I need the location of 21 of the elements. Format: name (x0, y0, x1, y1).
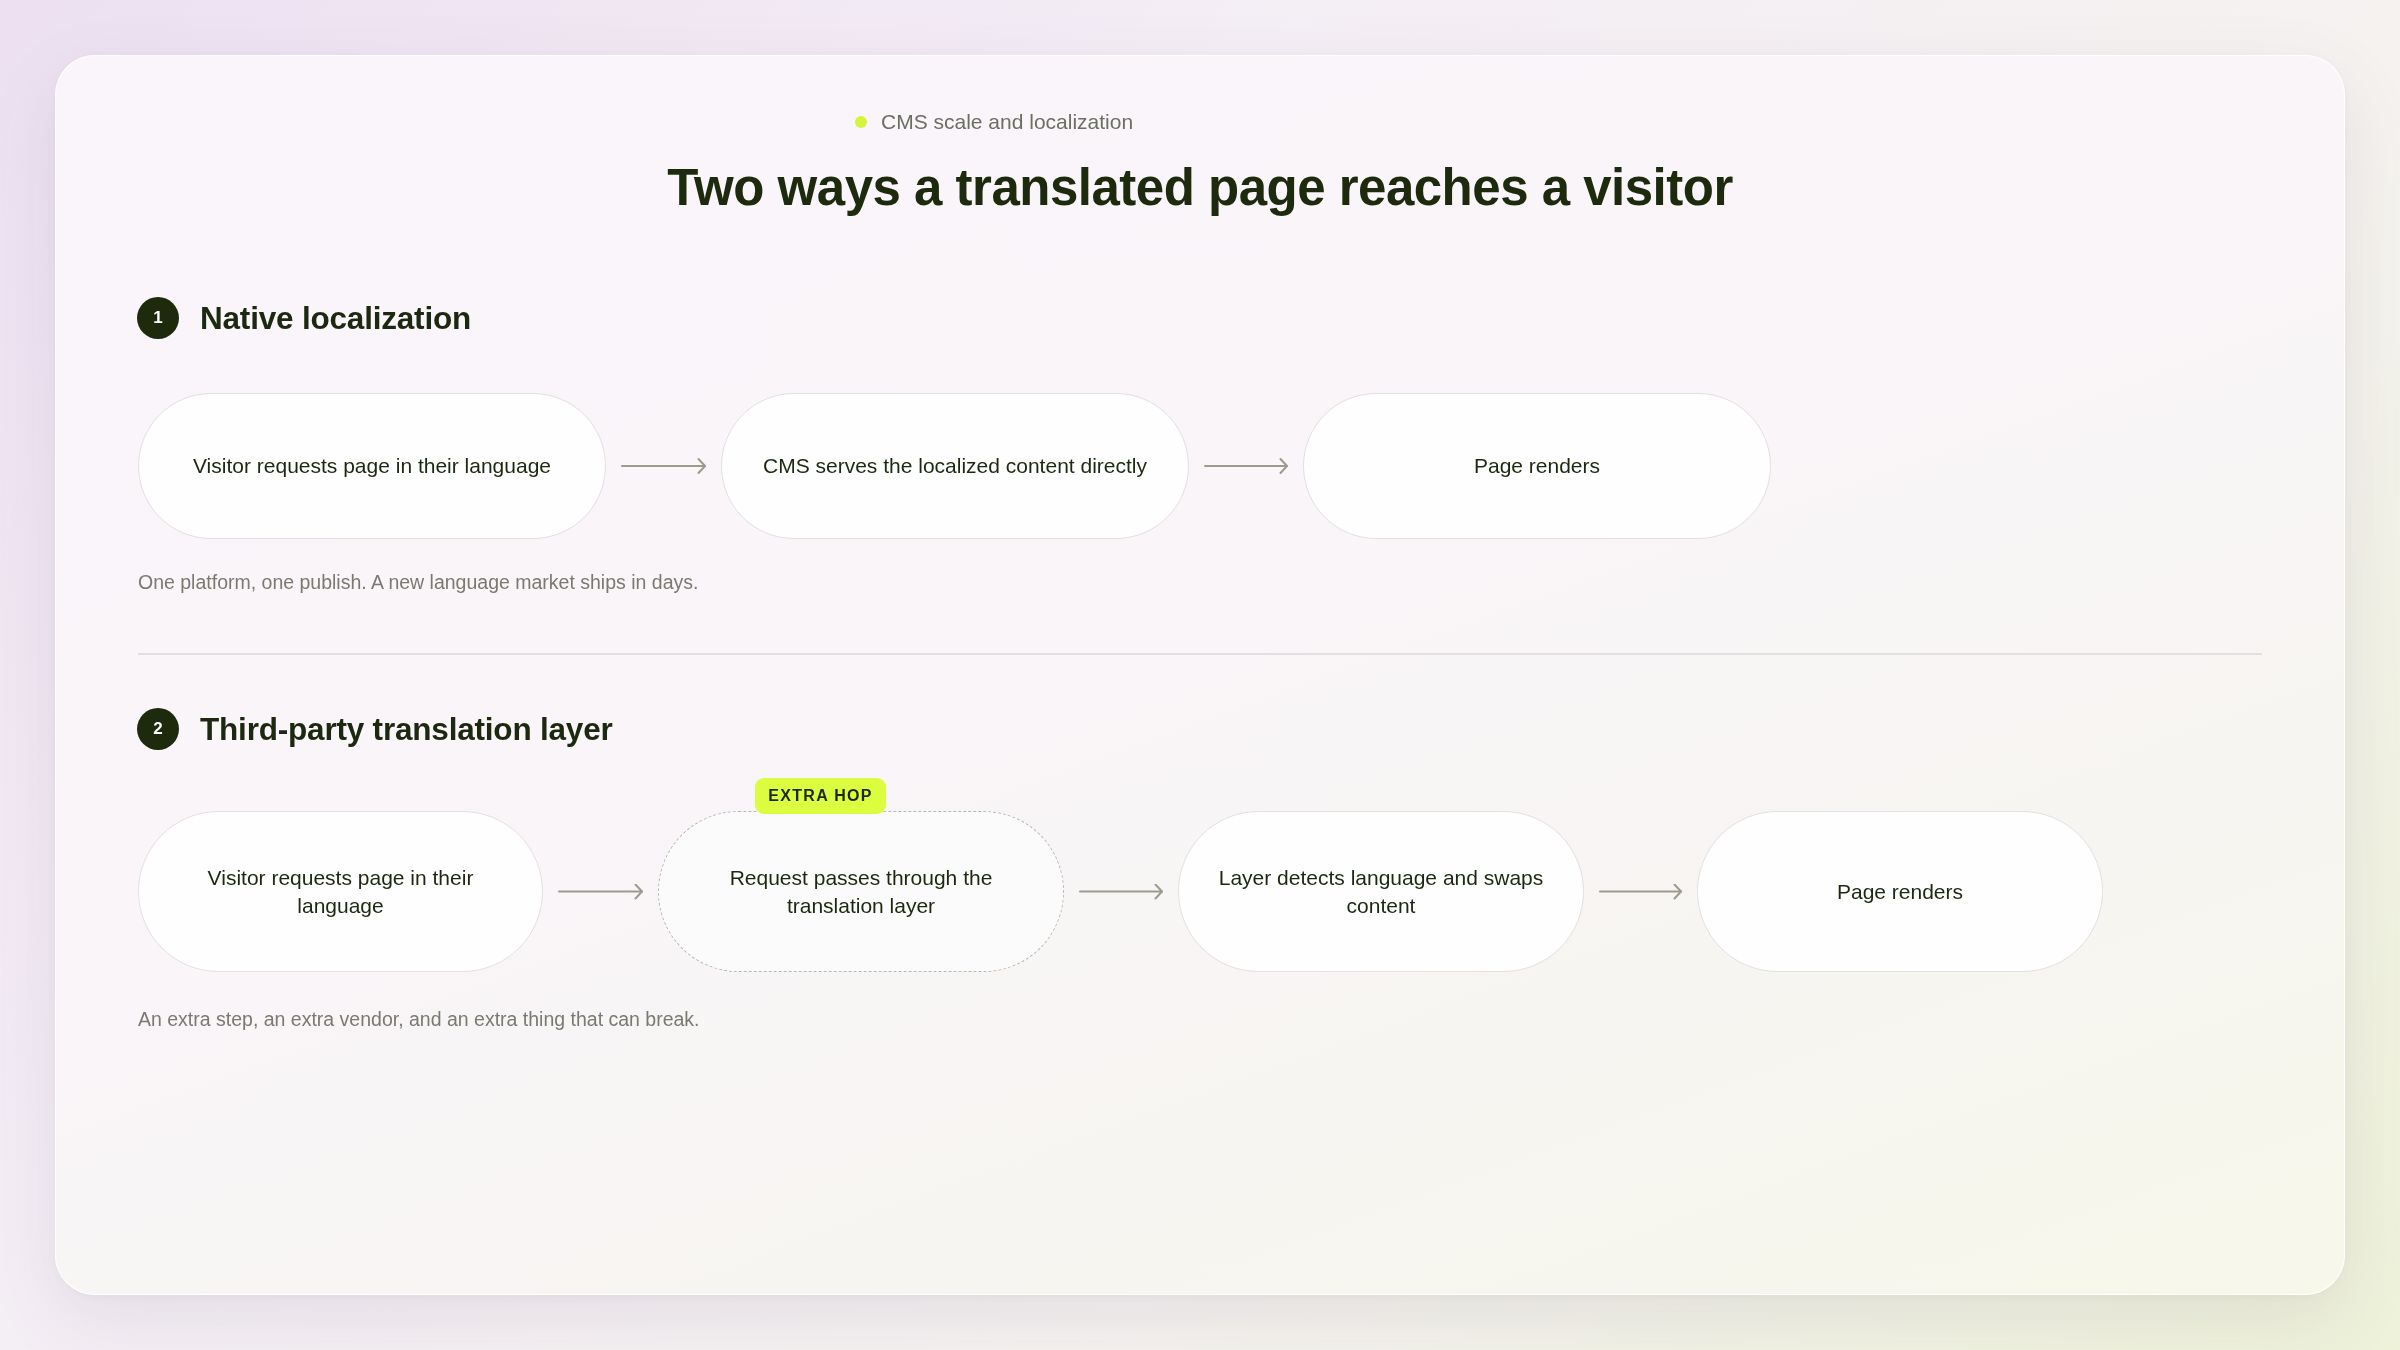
section-heading: Third-party translation layer (200, 710, 613, 748)
eyebrow-text: CMS scale and localization (881, 110, 1134, 134)
step-text: Page renders (1473, 453, 1601, 480)
arrow (558, 883, 643, 900)
section-note: An extra step, an extra vendor, and an extra thing that can break. (138, 1007, 700, 1031)
arrow (621, 458, 706, 474)
arrow (1079, 883, 1163, 900)
step-text: Request passes through the translation layer (728, 865, 994, 919)
arrow (1599, 883, 1682, 900)
diagram-title: Two ways a translated page reaches a visitor (667, 158, 1733, 219)
section-note: One platform, one publish. A new language market ships in days. (138, 570, 699, 594)
step-text: Layer detects language and swaps content (1217, 865, 1545, 919)
step-text: Page renders (1836, 878, 1964, 905)
section-heading: Native localization (200, 299, 472, 337)
arrow (1204, 458, 1288, 474)
step-text: CMS serves the localized content directly (763, 453, 1147, 480)
highlight-tag: EXTRA HOP (755, 778, 886, 814)
step-text: Visitor requests page in their language (206, 865, 475, 919)
step-number: 2 (137, 708, 179, 750)
step-text: Visitor requests page in their language (193, 453, 551, 480)
step-number: 1 (137, 297, 179, 339)
